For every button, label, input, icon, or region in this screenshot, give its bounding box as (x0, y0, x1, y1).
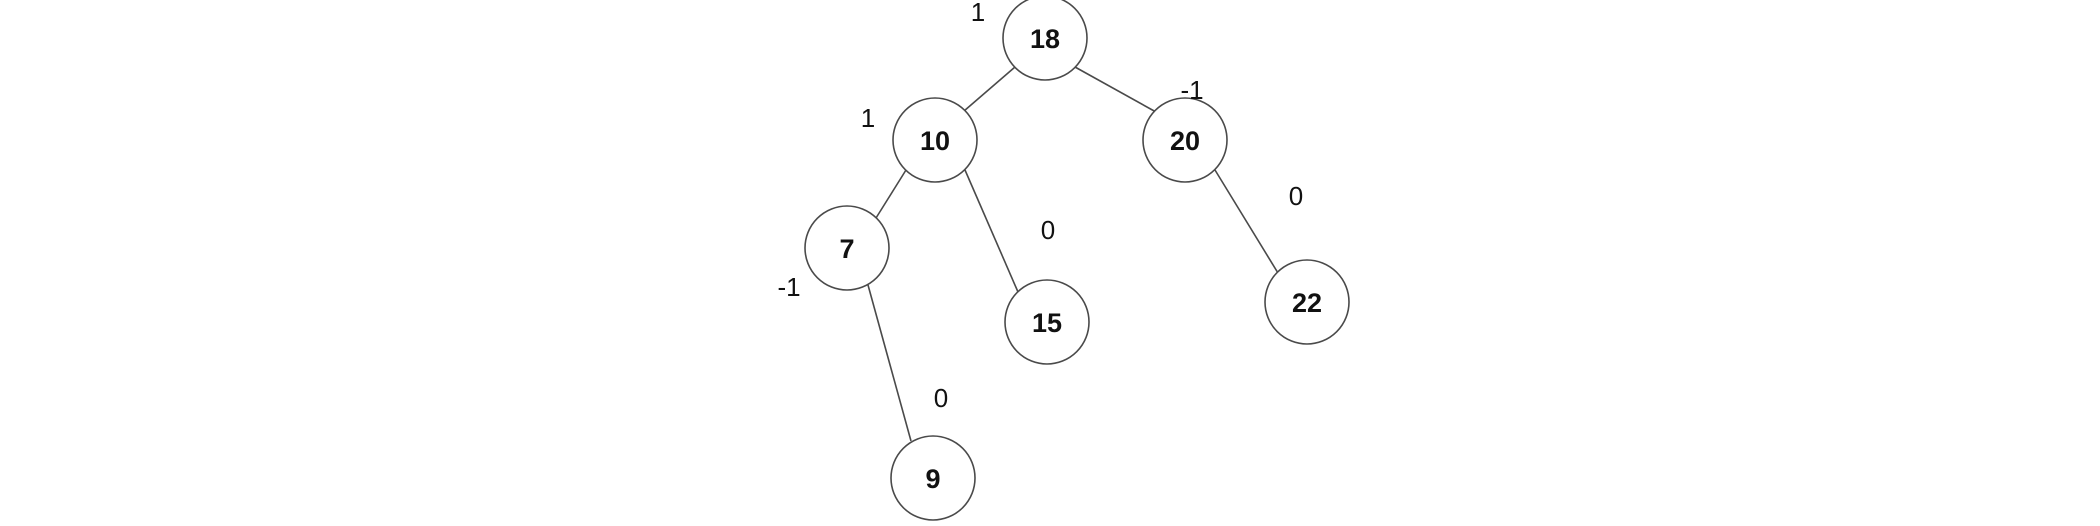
node-circle-15 (1004, 279, 1090, 365)
tree-node-18[interactable]: 18 (1002, 0, 1088, 81)
tree-edge-20-22 (1214, 169, 1279, 274)
tree-edge-10-7 (875, 169, 907, 219)
balance-factor-22: 0 (1289, 181, 1303, 211)
node-circle-18 (1002, 0, 1088, 81)
node-circle-9 (890, 435, 976, 521)
tree-edge-18-10 (963, 66, 1016, 112)
node-circle-10 (892, 97, 978, 183)
balance-factor-7: -1 (777, 272, 800, 302)
balance-factor-labels-group: 1 1 -1 -1 0 0 0 (777, 0, 1303, 413)
node-value-15: 15 (1032, 308, 1062, 338)
tree-node-15[interactable]: 15 (1004, 279, 1090, 365)
node-value-7: 7 (839, 234, 854, 264)
node-circle-20 (1142, 97, 1228, 183)
node-value-10: 10 (920, 126, 950, 156)
balance-factor-10: 1 (861, 103, 875, 133)
tree-node-10[interactable]: 10 (892, 97, 978, 183)
balance-factor-9: 0 (934, 383, 948, 413)
node-value-9: 9 (925, 464, 940, 494)
tree-edge-7-9 (867, 284, 912, 442)
tree-node-9[interactable]: 9 (890, 435, 976, 521)
node-value-18: 18 (1030, 24, 1060, 54)
tree-node-20[interactable]: 20 (1142, 97, 1228, 183)
tree-node-22[interactable]: 22 (1264, 259, 1350, 345)
node-circle-7 (804, 205, 890, 291)
node-circle-22 (1264, 259, 1350, 345)
tree-edges-group (867, 66, 1279, 442)
balance-factor-15: 0 (1041, 215, 1055, 245)
tree-edge-10-15 (964, 169, 1019, 293)
node-value-22: 22 (1292, 288, 1322, 318)
tree-node-7[interactable]: 7 (804, 205, 890, 291)
balance-factor-18: 1 (971, 0, 985, 27)
node-value-20: 20 (1170, 126, 1200, 156)
balance-factor-20: -1 (1180, 75, 1203, 105)
tree-edge-18-20 (1074, 66, 1157, 113)
